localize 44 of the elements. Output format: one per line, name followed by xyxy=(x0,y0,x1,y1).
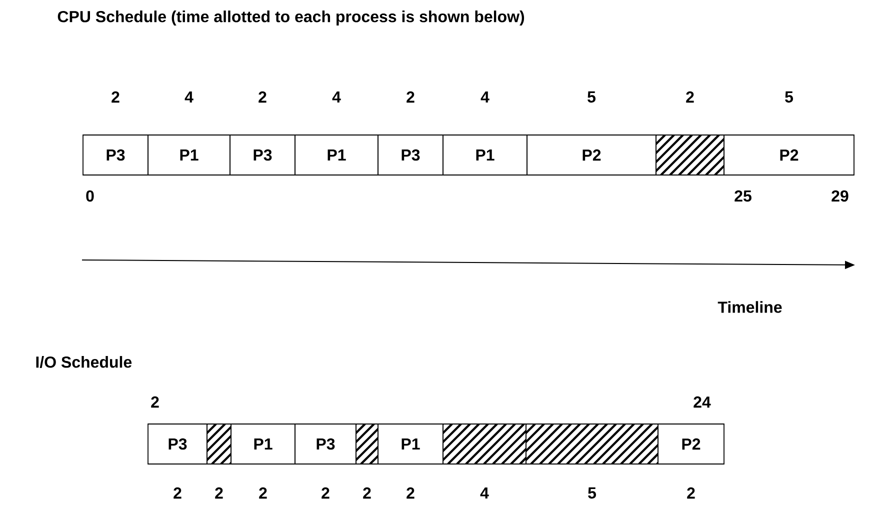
duration-label: 2 xyxy=(258,91,266,103)
process-box: P3 xyxy=(148,424,208,464)
process-box: P3 xyxy=(230,134,296,176)
process-box: P2 xyxy=(658,424,724,464)
idle-box xyxy=(442,424,526,464)
process-box: P1 xyxy=(378,424,444,464)
duration-label: 2 xyxy=(687,487,695,499)
process-box: P1 xyxy=(230,424,296,464)
axis-label: 29 xyxy=(832,190,848,202)
duration-label: 4 xyxy=(480,487,489,498)
duration-label: 4 xyxy=(184,92,194,102)
idle-box xyxy=(526,424,658,464)
process-box: P1 xyxy=(294,134,378,176)
process-box: P3 xyxy=(82,134,148,176)
duration-label: 2 xyxy=(406,487,414,499)
process-box: P3 xyxy=(378,134,444,176)
duration-label: 5 xyxy=(785,91,793,103)
process-box: P1 xyxy=(148,134,230,176)
duration-label: 4 xyxy=(332,92,341,102)
heading: I/O Schedule xyxy=(36,356,132,368)
duration-label: 2 xyxy=(406,91,414,103)
duration-label: 2 xyxy=(174,487,182,499)
axis-label: 0 xyxy=(86,190,94,202)
idle-box xyxy=(656,134,724,176)
axis-label: 25 xyxy=(734,190,752,202)
duration-label: 2 xyxy=(112,91,120,103)
duration-label: 5 xyxy=(588,487,596,499)
process-box: P1 xyxy=(442,134,528,176)
duration-label: 2 xyxy=(259,487,267,499)
axis-label: 24 xyxy=(694,396,711,408)
axis-label: 2 xyxy=(151,396,159,408)
duration-label: 2 xyxy=(363,487,371,499)
idle-box xyxy=(206,424,232,464)
process-box: P2 xyxy=(724,134,854,176)
process-box: P2 xyxy=(526,134,656,176)
duration-label: 2 xyxy=(215,487,223,499)
axis-label: Timeline xyxy=(718,301,782,313)
process-box: P3 xyxy=(294,424,356,464)
duration-label: 5 xyxy=(588,91,596,103)
duration-label: 4 xyxy=(480,92,490,102)
duration-label: 2 xyxy=(322,487,330,499)
title: CPU Schedule (time allotted to each process is shown below) xyxy=(58,10,524,26)
duration-label: 2 xyxy=(686,91,694,103)
idle-box xyxy=(356,424,378,464)
